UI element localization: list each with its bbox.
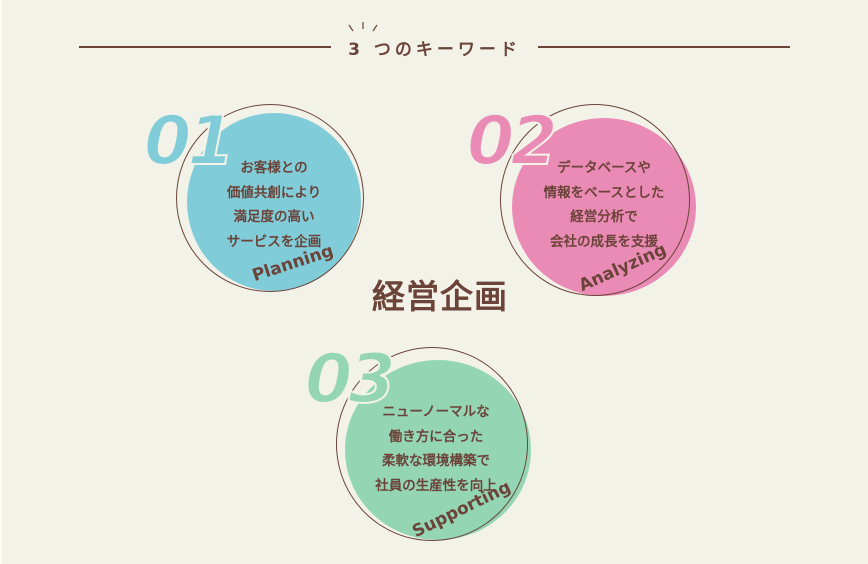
supporting-description: ニューノーマルな 働き方に合った 柔軟な環境構築で 社員の生産性を向上 xyxy=(375,404,497,494)
supporting-number: 03 xyxy=(304,340,397,419)
center-title: 経営企画 xyxy=(372,277,508,316)
heading-rule-left xyxy=(79,46,331,48)
left-edge-strip xyxy=(0,0,2,564)
section-heading: 3 つのキーワード xyxy=(348,40,521,60)
heading-rule-right xyxy=(538,46,790,48)
planning-description: お客様との 価値共創により 満足度の高い サービスを企画 xyxy=(226,160,322,250)
planning-circle-outline xyxy=(176,104,364,292)
analyzing-number: 02 xyxy=(466,102,559,181)
analyzing-description: データベースや 情報をベースとした 経営分析で 会社の成長を支援 xyxy=(543,160,665,250)
sparkle-icon xyxy=(348,22,378,32)
supporting-circle-outline xyxy=(336,347,528,541)
planning-number: 01 xyxy=(143,102,236,181)
analyzing-circle-outline xyxy=(500,104,690,296)
